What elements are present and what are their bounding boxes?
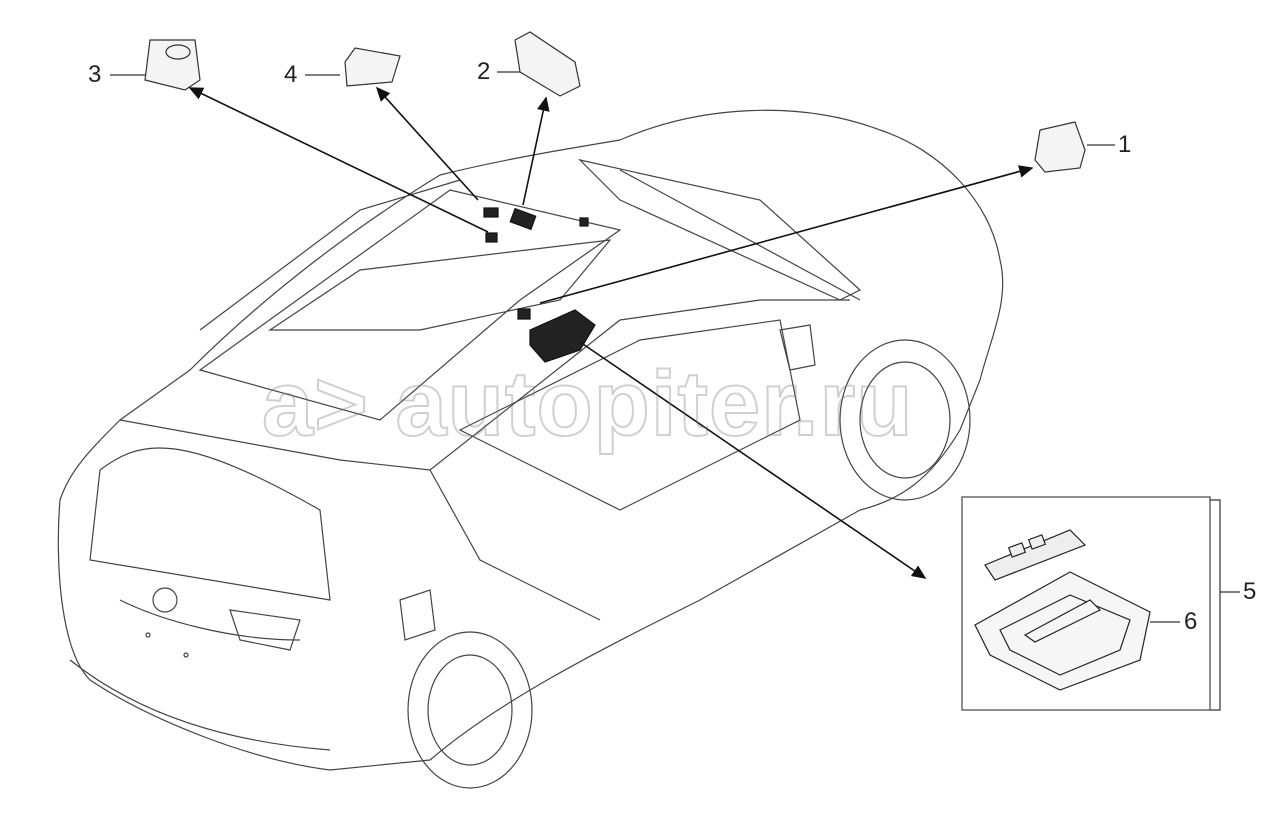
callout-6: 6 [1184,608,1198,635]
callout-3: 3 [88,61,102,88]
callout-2: 2 [477,58,491,85]
inset-console-switch [984,529,1087,581]
leader-lines [110,71,1240,711]
part-3-icon [144,39,201,91]
callout-5: 5 [1243,578,1257,605]
car-body-outline [57,109,1004,789]
arrows [188,86,1034,579]
watermark-logo: a> autopiter.ru [261,352,914,456]
part-1-icon [1034,121,1086,173]
callout-1: 1 [1118,131,1132,158]
part-4-icon [344,47,401,87]
roof-parts [483,207,596,363]
inset-console-housing [974,571,1151,691]
callout-4: 4 [284,61,298,88]
inset-frame [961,496,1211,711]
part-2-icon [514,31,581,97]
